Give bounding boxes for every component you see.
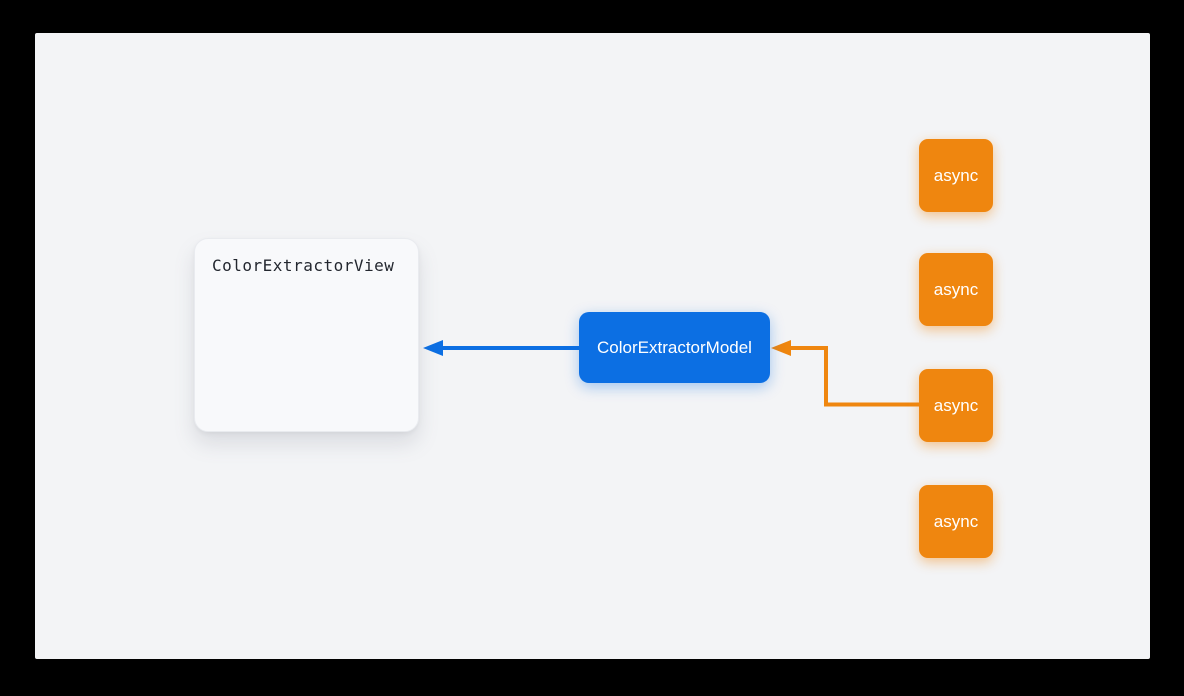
edge-model-to-view	[423, 340, 579, 356]
edge-async3-to-model	[771, 340, 919, 407]
async-node-2-label: async	[933, 279, 979, 299]
async-node-3: async	[919, 369, 993, 442]
async-node-2: async	[919, 253, 993, 326]
async-node-1: async	[919, 139, 993, 212]
arrowhead-blue	[423, 340, 443, 356]
model-node: ColorExtractorModel	[579, 312, 770, 383]
async-node-3-label: async	[933, 395, 979, 415]
async-node-4-label: async	[933, 511, 979, 531]
arrowhead-orange	[771, 340, 791, 356]
async-node-1-label: async	[933, 165, 979, 185]
diagram-stage: ColorExtractorView ColorExtractorModel a…	[35, 33, 1150, 659]
model-node-label: ColorExtractorModel	[597, 337, 752, 357]
view-node: ColorExtractorView	[194, 238, 419, 432]
view-node-label: ColorExtractorView	[212, 256, 395, 275]
async-node-4: async	[919, 485, 993, 558]
